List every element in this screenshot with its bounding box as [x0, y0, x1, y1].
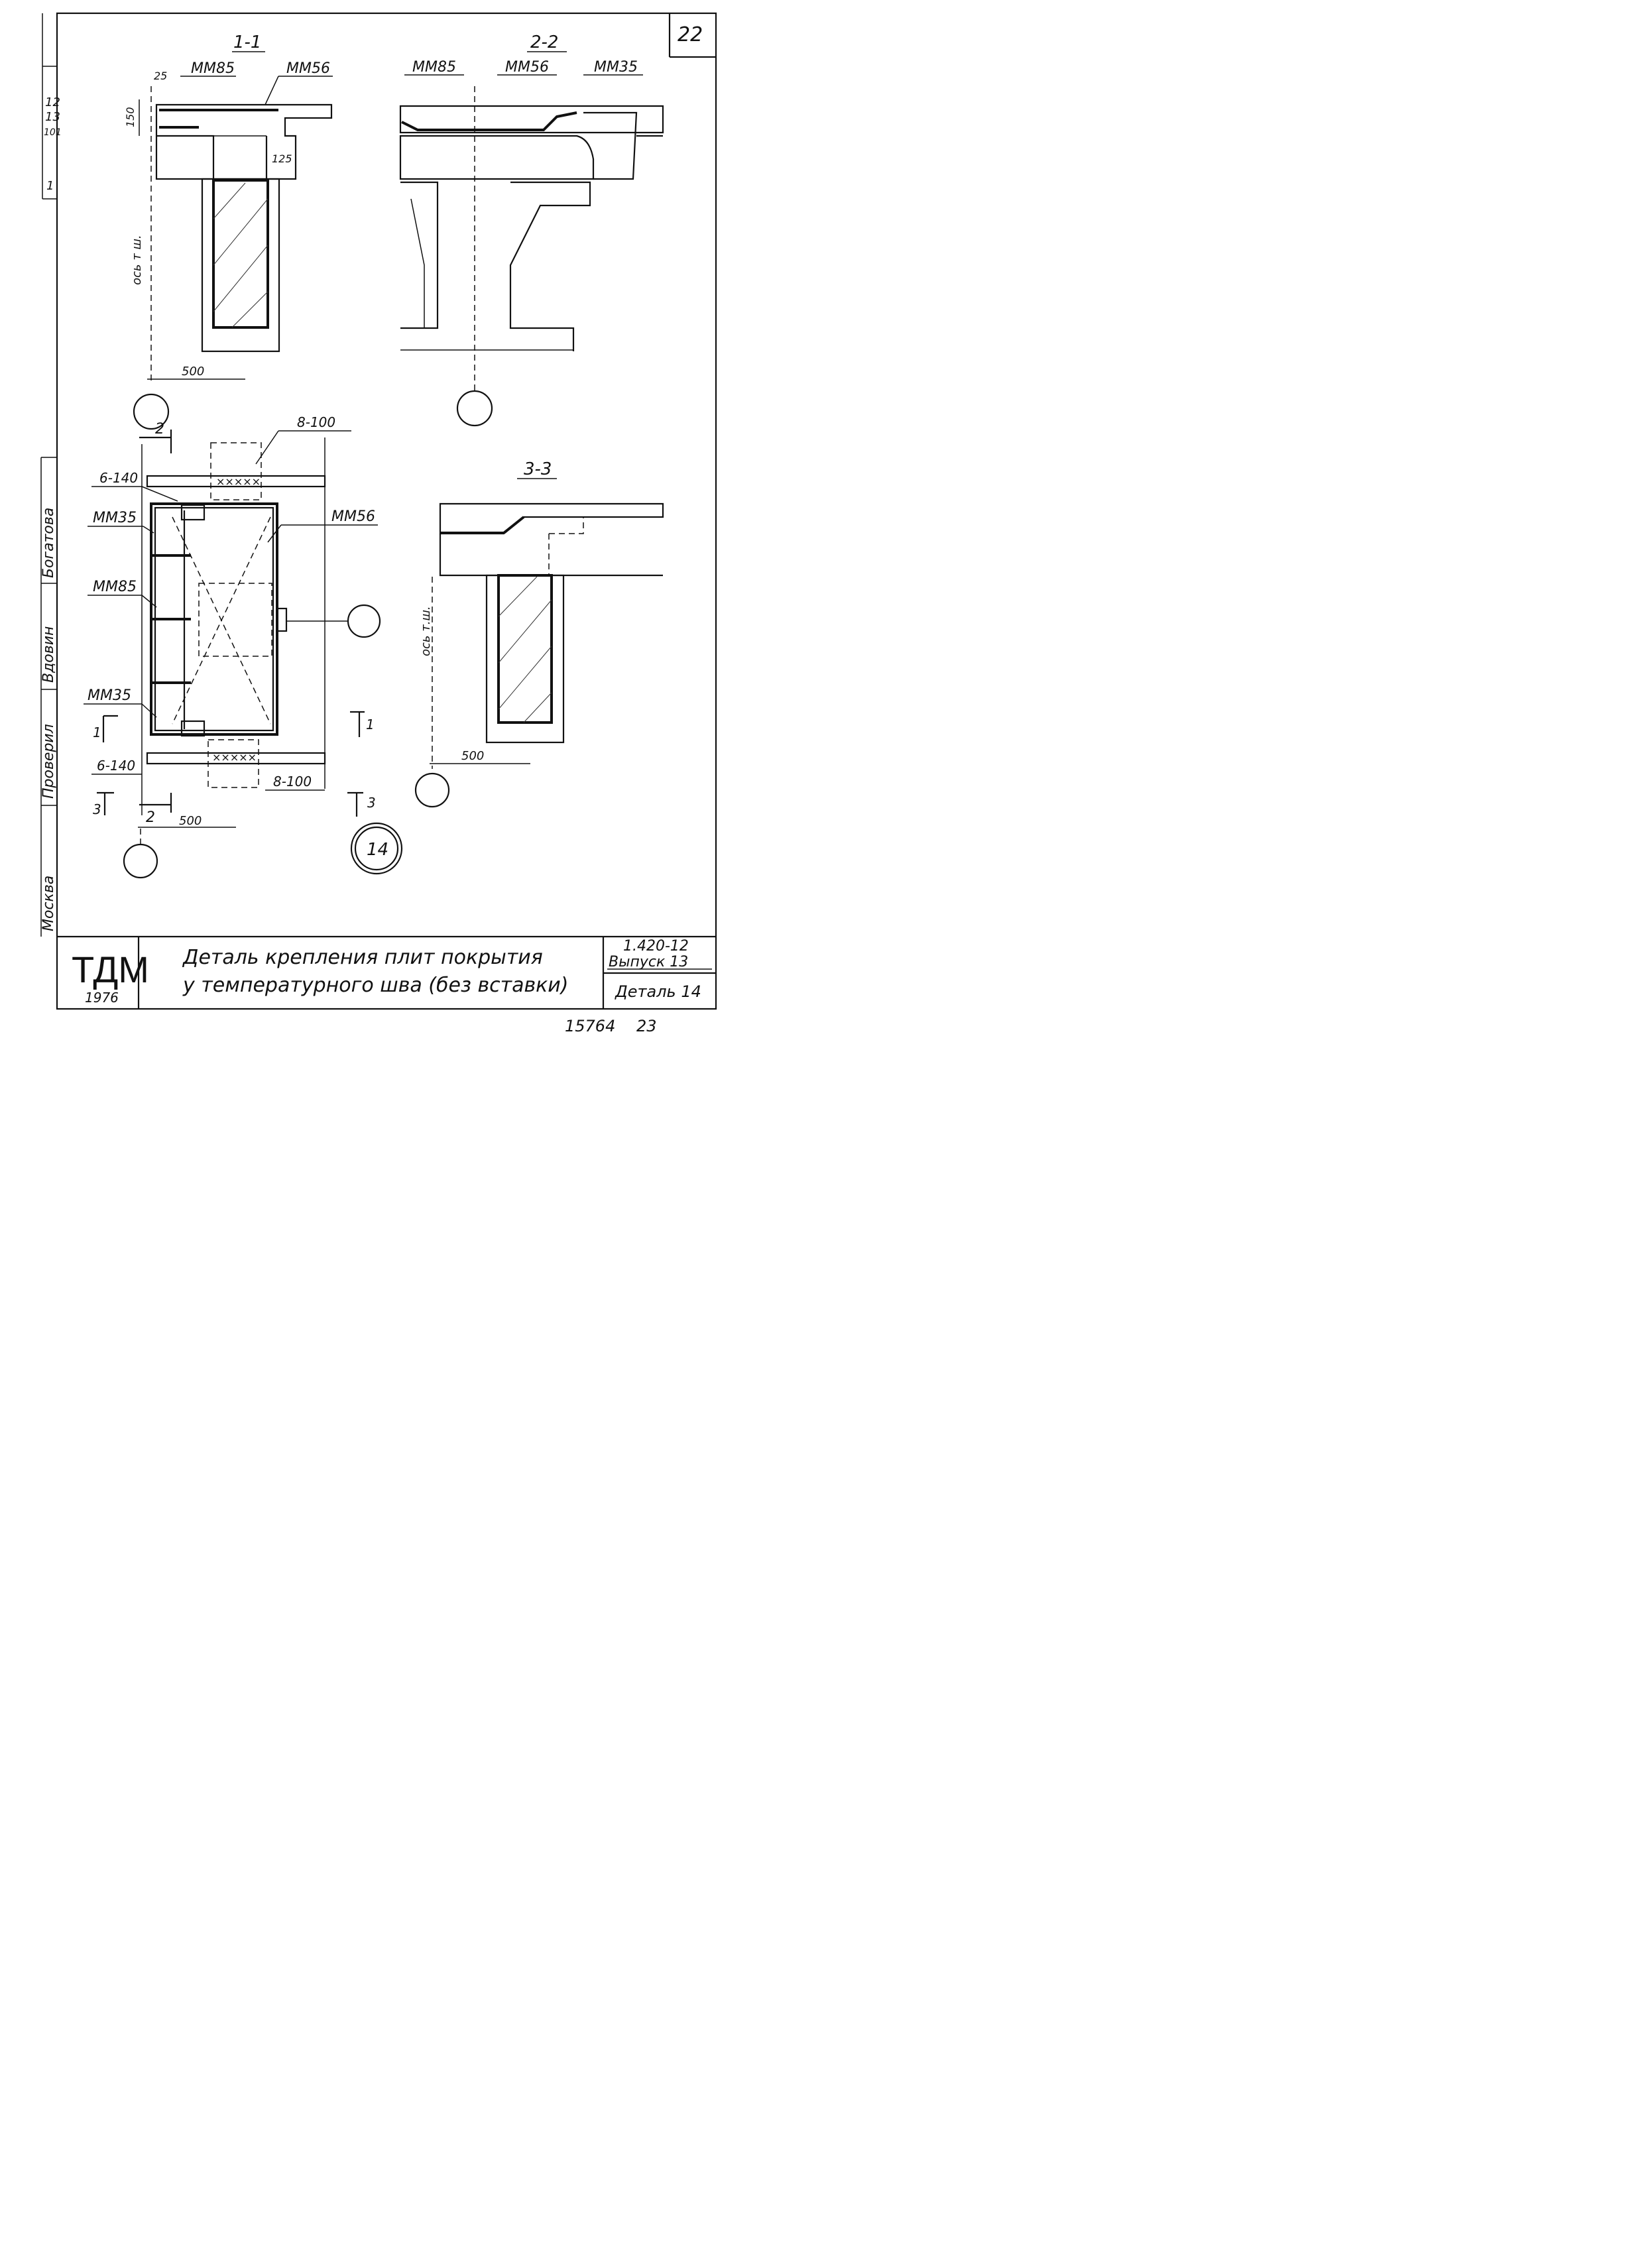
section-2-2-axis-bubble	[456, 390, 493, 427]
section-3-3: 3-3 ось т.ш. 500	[414, 459, 664, 808]
side-stamp-author: Богатова	[40, 508, 57, 578]
detail-number-circle	[350, 822, 403, 875]
plan-crosses-top: ×××××	[216, 475, 261, 488]
section-2-2-label-mm85: ММ85	[412, 59, 456, 76]
side-stamp-city: Москва	[40, 876, 57, 931]
section-1-1-axis-label: ось т ш.	[130, 235, 144, 285]
plan-view: 2 8-100 ××××× ××××× 6-140 ММ35 ММ85 ММ35…	[84, 414, 403, 879]
side-stamp-checked-label: Проверил	[40, 724, 57, 799]
section-2-2-label-mm56: ММ56	[505, 59, 549, 76]
plan-axis-bubble-right	[347, 604, 381, 638]
archive-number: 15764	[565, 1017, 615, 1035]
plan-label-8-100-bottom: 8-100	[273, 774, 312, 789]
plan-crosses-bottom: ×××××	[212, 751, 257, 764]
section-3-3-dim-500: 500	[461, 749, 484, 763]
side-mark-12: 12	[45, 95, 60, 109]
plan-cut-2-top: 2	[155, 421, 164, 437]
section-2-2-title: 2-2	[530, 32, 558, 52]
plan-label-6-140-top: 6-140	[99, 470, 138, 486]
title-block-title-line1: Деталь крепления плит покрытия	[182, 946, 543, 969]
section-2-2: 2-2 ММ85 ММ56 ММ35	[399, 32, 664, 427]
section-1-1-title: 1-1	[233, 32, 261, 52]
section-3-3-axis-bubble	[414, 772, 450, 808]
section-3-3-title: 3-3	[524, 459, 552, 479]
plan-axis-bubble-bottom	[123, 843, 158, 879]
title-block-detail: Деталь 14	[615, 982, 701, 1001]
title-block-issue: Выпуск 13	[609, 954, 688, 970]
sheet-frame	[40, 12, 717, 1010]
plan-cut-1-right: 1	[366, 717, 375, 732]
plan-cut-3-left: 3	[93, 801, 101, 817]
plan-label-6-140-bottom: 6-140	[97, 758, 135, 774]
section-1-1-dim-150: 150	[124, 107, 137, 127]
side-mark-101: 101	[44, 127, 62, 138]
plan-label-mm35-bottom: ММ35	[88, 687, 131, 704]
title-block-series: 1.420-12	[623, 938, 689, 955]
title-block-year: 1976	[85, 990, 119, 1006]
section-1-1: 1-1 ММ85 ММ56 25 150 125 ось т ш. 500	[124, 32, 333, 430]
page-number: 23	[636, 1017, 657, 1035]
title-block-logo: ТДМ	[72, 949, 149, 990]
title-block-title-line2: у температурного шва (без вставки)	[182, 974, 568, 997]
section-1-1-axis-bubble	[133, 393, 170, 430]
side-mark-13: 13	[45, 110, 60, 124]
side-stamp-checker: Вдовин	[40, 626, 57, 683]
side-mark-1: 1	[46, 179, 54, 193]
title-block: ТДМ 1976 Деталь крепления плит покрытия …	[72, 938, 712, 1006]
section-2-2-label-mm35: ММ35	[594, 59, 638, 76]
plan-label-mm85: ММ85	[93, 579, 137, 595]
section-1-1-dim-25: 25	[154, 70, 167, 82]
technical-drawing-sheet: 22 12 13 101 1 Богатова Вдовин Проверил …	[40, 12, 717, 1035]
plan-label-mm56: ММ56	[331, 508, 375, 525]
section-3-3-axis-label: ось т.ш.	[419, 606, 433, 656]
plan-label-mm35-top: ММ35	[93, 510, 137, 526]
section-1-1-label-mm85: ММ85	[191, 60, 235, 77]
side-stamp-top-marks: 12 13 101 1	[44, 95, 62, 193]
plan-label-8-100-top: 8-100	[297, 414, 335, 430]
plan-cut-3-right: 3	[367, 795, 376, 811]
section-1-1-label-mm56: ММ56	[286, 60, 330, 77]
side-stamp-text: Богатова Вдовин Проверил Москва	[40, 508, 57, 931]
detail-number: 14	[367, 840, 388, 860]
section-1-1-dim-500: 500	[182, 365, 204, 378]
plan-cut-1-left: 1	[93, 725, 101, 740]
section-1-1-dim-125: 125	[272, 152, 292, 165]
plan-cut-2-bottom: 2	[146, 809, 155, 826]
sheet-number: 22	[678, 23, 703, 46]
plan-dim-500: 500	[179, 814, 202, 828]
